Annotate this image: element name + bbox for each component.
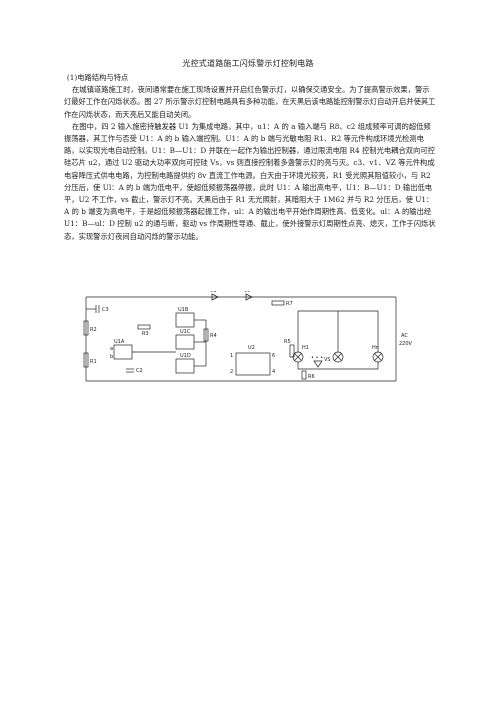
vs-triac-icon xyxy=(313,360,323,368)
label-pin4: 4 xyxy=(272,369,275,375)
label-u2: U2 xyxy=(248,345,255,351)
paragraph-intro: 在城镇道路施工时，夜间通常要在施工现场设置并开启红色警示灯，以确保交通安全。为了… xyxy=(64,85,436,119)
u1b-gate-icon xyxy=(175,312,195,328)
label-r2: R2 xyxy=(90,327,97,333)
label-r1: R1 xyxy=(90,359,97,365)
circuit-schematic: C3 V1 Vz R7 H1 Hn • • • AC 220V xyxy=(83,291,413,382)
r4-resistor-icon xyxy=(203,328,209,342)
label-vz: Vz xyxy=(244,291,250,294)
r6-resistor-icon xyxy=(301,370,307,380)
u1d-gate-icon xyxy=(175,358,195,374)
label-c3: C3 xyxy=(102,307,109,313)
label-ac-voltage: 220V xyxy=(399,341,413,347)
label-r3: R3 xyxy=(142,331,149,337)
circuit-diagram: C3 V1 Vz R7 H1 Hn • • • AC 220V xyxy=(76,291,426,389)
label-r6: R6 xyxy=(308,374,315,380)
label-pin1: 1 xyxy=(230,353,233,359)
paragraph-circuit-description: 在图中，四 2 输入施密持触发器 U1 为集成电路，其中，u1：A 的 a 输入… xyxy=(64,121,436,241)
label-hn: Hn xyxy=(372,345,379,351)
r5-resistor-icon xyxy=(289,344,295,358)
section-heading: (1)电路结构与特点 xyxy=(66,73,129,82)
label-ac: AC xyxy=(401,333,408,339)
label-h1: H1 xyxy=(302,345,309,351)
r3-resistor-icon xyxy=(137,324,151,330)
label-r7: R7 xyxy=(286,301,293,307)
label-pin2: 2 xyxy=(230,369,233,375)
v1-diode-icon xyxy=(211,293,219,301)
label-vs: VS xyxy=(324,357,331,363)
label-pin6: 6 xyxy=(272,353,275,359)
label-u1a: U1A xyxy=(114,339,125,345)
u1a-gate-icon xyxy=(113,344,133,360)
label-v1: V1 xyxy=(210,291,217,294)
document-title: 光控式道路施工闪烁警示灯控制电路 xyxy=(182,59,314,68)
label-r5: R5 xyxy=(284,339,291,345)
label-u1b: U1B xyxy=(178,307,189,313)
label-pin-b: b xyxy=(110,354,113,360)
document-body: (1)电路结构与特点 在城镇道路施工时，夜间通常要在施工现场设置并开启红色警示灯… xyxy=(64,72,436,243)
r7-resistor-icon xyxy=(271,300,285,306)
label-u1c: U1C xyxy=(180,329,191,335)
label-u1d: U1D xyxy=(180,353,191,359)
r1-photoresistor-icon xyxy=(83,352,89,368)
lamp-dots: • • • xyxy=(311,355,323,361)
vz-diode-icon xyxy=(245,293,253,301)
u2-optocoupler-icon xyxy=(235,352,271,376)
label-c2: C2 xyxy=(136,368,143,374)
u1c-gate-icon xyxy=(175,334,195,350)
r2-resistor-icon xyxy=(83,320,89,336)
label-pin-a: a xyxy=(110,346,113,352)
label-r4: R4 xyxy=(210,333,217,339)
